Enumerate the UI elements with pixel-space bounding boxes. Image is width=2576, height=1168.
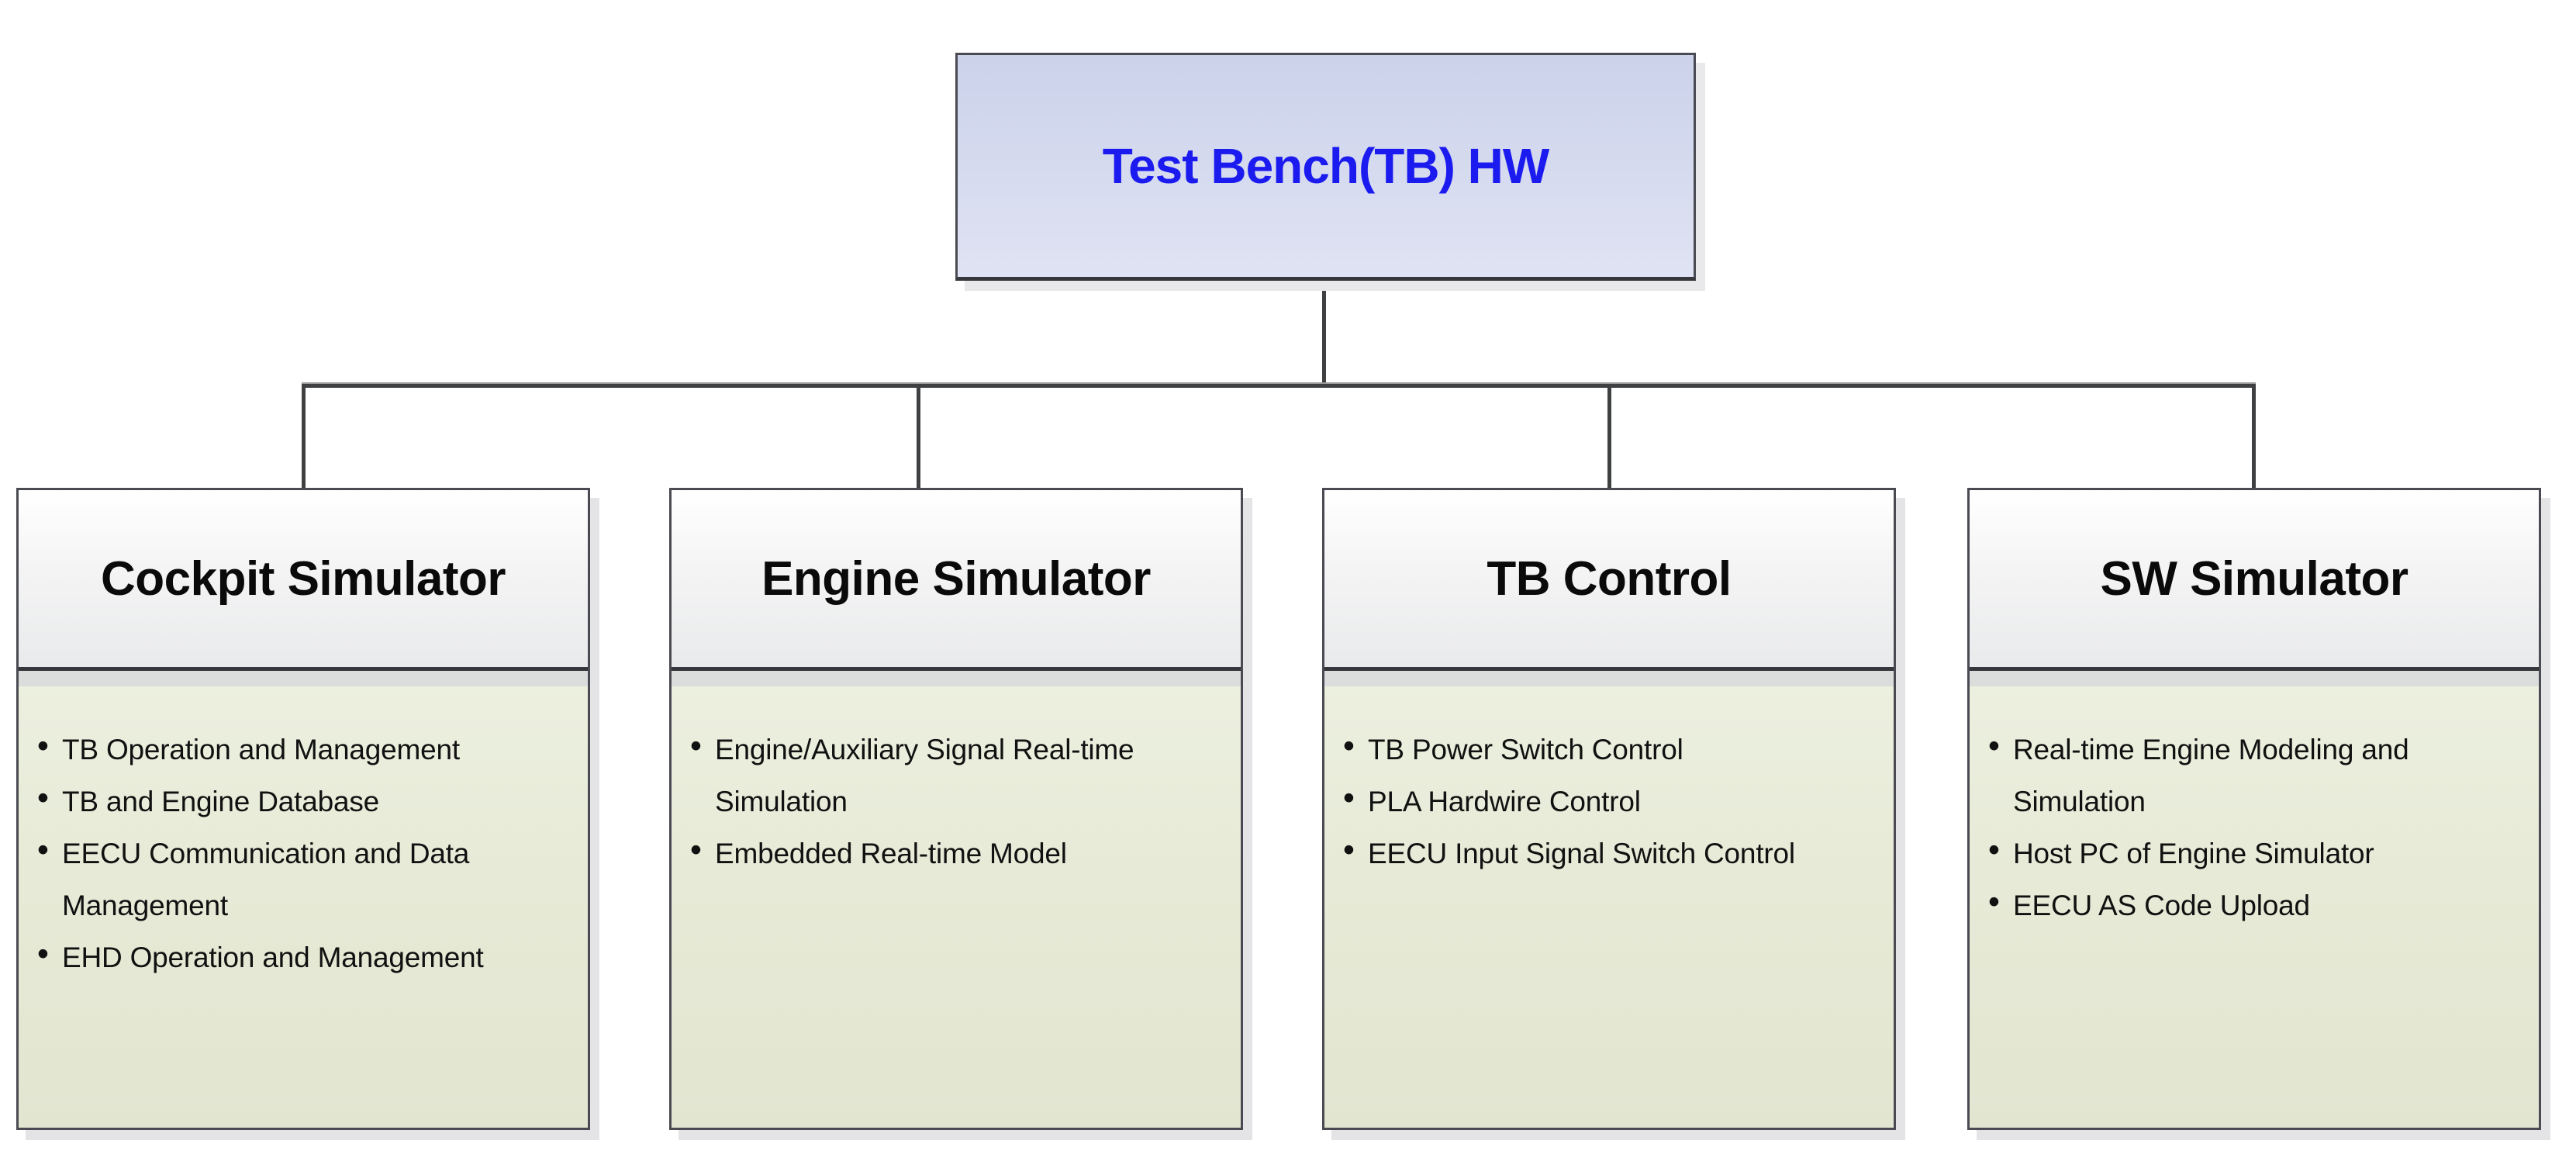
bullet-item: TB Power Switch Control — [1343, 724, 1878, 776]
branch-box-tb-control: TB Control TB Power Switch Control PLA H… — [1322, 488, 1896, 1130]
connector-drop-line-tb-control — [1607, 388, 1611, 488]
connector-stem-line — [1322, 281, 1326, 382]
branch-title: TB Control — [1487, 551, 1732, 606]
branch-header: TB Control — [1324, 490, 1894, 671]
bullet-item: Real-time Engine Modeling and Simulation — [1988, 724, 2523, 828]
bullet-item: Engine/Auxiliary Signal Real-time Simula… — [690, 724, 1225, 828]
branch-box-cockpit-simulator: Cockpit Simulator TB Operation and Manag… — [16, 488, 590, 1130]
bullet-item: EECU Input Signal Switch Control — [1343, 828, 1878, 879]
bullet-item: EHD Operation and Management — [37, 931, 572, 983]
branch-header: Engine Simulator — [672, 490, 1241, 671]
branch-body: Engine/Auxiliary Signal Real-time Simula… — [672, 671, 1241, 1128]
branch-body: TB Power Switch Control PLA Hardwire Con… — [1324, 671, 1894, 1128]
branch-title: Cockpit Simulator — [100, 551, 506, 606]
bullet-item: Embedded Real-time Model — [690, 828, 1225, 879]
bullet-item: EECU AS Code Upload — [1988, 879, 2523, 931]
bullet-list: Real-time Engine Modeling and Simulation… — [1988, 724, 2523, 931]
branch-title: SW Simulator — [2100, 551, 2409, 606]
connector-horizontal-line — [302, 382, 2256, 388]
root-node-title: Test Bench(TB) HW — [1102, 138, 1550, 194]
branch-header: Cockpit Simulator — [19, 490, 588, 671]
connector-drop-line-engine-simulator — [917, 388, 920, 488]
bullet-item: Host PC of Engine Simulator — [1988, 828, 2523, 879]
bullet-list: TB Operation and Management TB and Engin… — [37, 724, 572, 983]
connector-drop-line-cockpit-simulator — [302, 388, 306, 488]
bullet-item: PLA Hardwire Control — [1343, 776, 1878, 828]
bullet-list: TB Power Switch Control PLA Hardwire Con… — [1343, 724, 1878, 879]
bullet-item: TB and Engine Database — [37, 776, 572, 828]
root-node-test-bench-hw: Test Bench(TB) HW — [955, 53, 1696, 281]
bullet-list: Engine/Auxiliary Signal Real-time Simula… — [690, 724, 1225, 879]
connector-drop-line-sw-simulator — [2252, 388, 2256, 488]
branch-body: TB Operation and Management TB and Engin… — [19, 671, 588, 1128]
bullet-item: EECU Communication and Data Management — [37, 828, 572, 931]
branch-header: SW Simulator — [1970, 490, 2539, 671]
branch-box-sw-simulator: SW Simulator Real-time Engine Modeling a… — [1967, 488, 2541, 1130]
branch-title: Engine Simulator — [761, 551, 1151, 606]
branch-body: Real-time Engine Modeling and Simulation… — [1970, 671, 2539, 1128]
branch-box-engine-simulator: Engine Simulator Engine/Auxiliary Signal… — [669, 488, 1243, 1130]
bullet-item: TB Operation and Management — [37, 724, 572, 776]
